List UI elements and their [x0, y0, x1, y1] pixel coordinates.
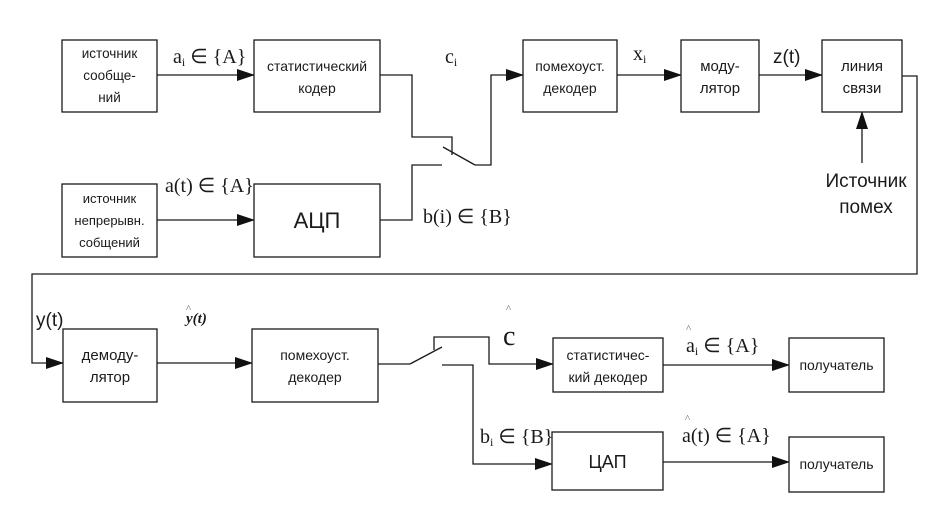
block-label: сообще-: [83, 68, 136, 83]
block-dac: ЦАП: [551, 431, 664, 491]
label-y-hat-t: ^ y(t): [184, 303, 207, 327]
block-label: моду-: [700, 58, 740, 75]
block-receiver-1: получатель: [788, 337, 885, 393]
block-label: кий декодер: [568, 369, 647, 385]
block-label: статистический: [267, 58, 367, 74]
label-text: y(t): [184, 311, 207, 327]
block-label: источник: [82, 46, 138, 61]
block-label: ний: [98, 90, 121, 105]
hat-accent: ^: [685, 413, 691, 425]
block-label: непрерывн.: [74, 213, 144, 228]
label-text: a(t) ∈ {A}: [682, 425, 771, 447]
block-label: АЦП: [294, 208, 341, 233]
label-b-i-bottom: bi ∈ {B}: [480, 426, 553, 449]
block-label: ЦАП: [588, 452, 626, 472]
block-label: помехоуст.: [535, 58, 605, 74]
label-y-t: y(t): [36, 310, 63, 331]
block-channel: линия связи: [821, 39, 903, 113]
block-label: получатель: [799, 357, 873, 373]
label-c-i: ci: [445, 46, 458, 69]
block-label: собщений: [79, 235, 140, 250]
block-label: статистичес-: [567, 347, 650, 363]
block-adc: АЦП: [253, 183, 381, 258]
block-demodulator: демоду- лятор: [62, 328, 158, 403]
noise-source-label: Источник помех: [825, 171, 907, 218]
block-label: получатель: [799, 456, 873, 472]
label-a-t: a(t) ∈ {A}: [165, 175, 254, 197]
block-label: декодер: [288, 369, 342, 385]
label-a-hat-i: ^ ai ∈ {A}: [686, 323, 759, 358]
label-b-i-top: b(i) ∈ {B}: [423, 206, 512, 228]
label-z-t: z(t): [773, 47, 800, 68]
wire-switch-to-channel-coder: [475, 69, 524, 166]
wire-adc-to-switch: [380, 164, 442, 221]
block-label: связи: [843, 80, 882, 97]
block-label: источник: [83, 191, 137, 206]
block-label: кодер: [298, 80, 336, 96]
wire-channel-to-demodulator: [31, 75, 918, 369]
label-a-i: ai ∈ {A}: [173, 46, 246, 69]
block-label: демоду-: [82, 347, 139, 364]
block-message-source: источник сообще- ний: [61, 39, 158, 113]
switch-top-blade: [442, 146, 476, 166]
block-label: декодер: [543, 80, 597, 96]
block-statistical-coder: статистический кодер: [253, 39, 381, 113]
block-label: лятор: [90, 369, 130, 386]
label-a-hat-t: ^ a(t) ∈ {A}: [682, 413, 771, 447]
block-label: лятор: [700, 80, 740, 97]
wire-switch-to-dac: [442, 364, 553, 470]
hat-accent: ^: [186, 303, 192, 315]
label-text: ai ∈ {A}: [686, 335, 759, 358]
label-c-hat: ^ c: [503, 303, 515, 352]
block-statistical-decoder: статистичес- кий декодер: [552, 337, 664, 393]
hat-accent: ^: [686, 323, 692, 335]
block-channel-coder: помехоуст. декодер: [522, 39, 618, 113]
label-x-i: xi: [633, 43, 647, 66]
block-label: помехоуст.: [280, 347, 350, 363]
wire-switch-to-statistical-decoder: [433, 336, 554, 370]
noise-source-text: Источник: [825, 171, 907, 192]
block-modulator: моду- лятор: [680, 39, 760, 113]
block-receiver-2: получатель: [788, 436, 885, 493]
label-text: c: [503, 321, 515, 352]
switch-bottom-blade: [409, 346, 443, 365]
hat-accent: ^: [506, 303, 512, 315]
block-label: линия: [841, 58, 883, 75]
block-continuous-source: источник непрерывн. собщений: [61, 183, 158, 258]
connections: [31, 69, 918, 470]
wire-coder-to-switch: [380, 74, 453, 155]
block-channel-decoder: помехоуст. декодер: [251, 328, 379, 403]
noise-source-text: помех: [839, 197, 893, 218]
